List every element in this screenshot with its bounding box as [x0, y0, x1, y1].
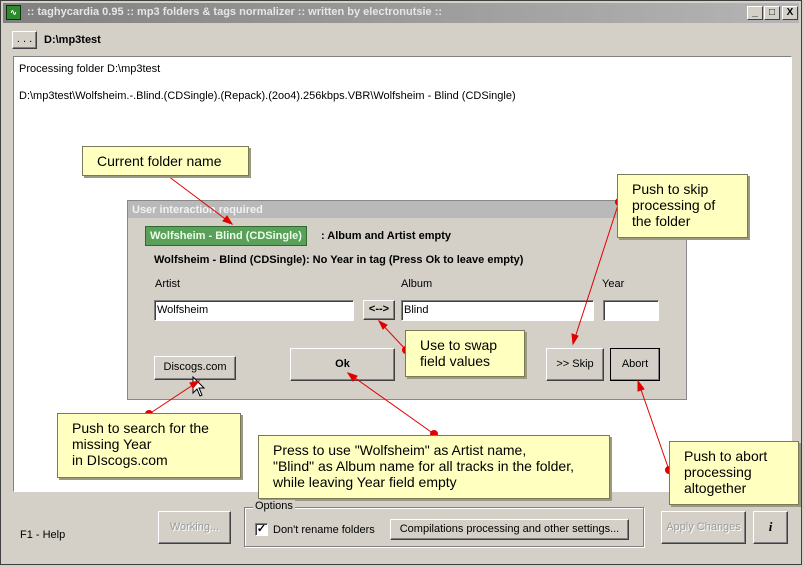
skip-button[interactable]: >> Skip — [546, 348, 604, 381]
abort-button[interactable]: Abort — [610, 348, 660, 381]
callout-text: in DIscogs.com — [72, 452, 168, 468]
help-hint: F1 - Help — [20, 529, 66, 541]
album-label: Album — [401, 278, 433, 290]
callout-ok: Press to use "Wolfsheim" as Artist name,… — [258, 435, 610, 499]
callout-text: altogether — [684, 480, 747, 496]
discogs-button[interactable]: Discogs.com — [154, 356, 236, 380]
callout-text: processing — [684, 464, 752, 480]
artist-input[interactable]: Wolfsheim — [154, 300, 354, 321]
log-line: D:\mp3test\Wolfsheim.-.Blind.(CDSingle).… — [19, 90, 516, 102]
current-path: D:\mp3test — [44, 34, 101, 46]
close-button[interactable]: X — [782, 6, 798, 20]
dont-rename-label: Don't rename folders — [273, 524, 375, 536]
callout-current-folder: Current folder name — [82, 146, 249, 176]
log-line: Processing folder D:\mp3test — [19, 63, 161, 75]
apply-changes-button[interactable]: Apply Changes — [661, 511, 746, 544]
year-label: Year — [602, 278, 625, 290]
callout-skip: Push to skip processing of the folder — [617, 174, 748, 238]
callout-text: Push to skip — [632, 181, 709, 197]
minimize-button[interactable]: _ — [747, 6, 763, 20]
callout-text: missing Year — [72, 436, 152, 452]
year-input[interactable] — [603, 300, 659, 321]
title-bar[interactable]: ∿ :: taghycardia 0.95 :: mp3 folders & t… — [3, 3, 799, 23]
ok-button[interactable]: Ok — [290, 348, 395, 381]
callout-text: Push to abort — [684, 448, 768, 464]
browse-folder-button[interactable]: . . . — [12, 31, 37, 49]
callout-discogs: Push to search for the missing Year in D… — [57, 413, 241, 478]
window-title: :: taghycardia 0.95 :: mp3 folders & tag… — [27, 6, 443, 18]
mouse-cursor-icon — [192, 376, 206, 397]
callout-text: the folder — [632, 213, 691, 229]
callout-abort: Push to abort processing altogether — [669, 441, 799, 505]
callout-text: processing of — [632, 197, 716, 213]
year-message: Wolfsheim - Blind (CDSingle): No Year in… — [154, 254, 524, 266]
album-input[interactable]: Blind — [401, 300, 594, 321]
maximize-button[interactable]: □ — [764, 6, 780, 20]
callout-text: Current folder name — [97, 153, 222, 169]
folder-status-text: : Album and Artist empty — [321, 230, 451, 242]
swap-fields-button[interactable]: <--> — [363, 300, 395, 320]
callout-text: Push to search for the — [72, 420, 209, 436]
callout-text: while leaving Year field empty — [273, 474, 457, 490]
app-icon: ∿ — [6, 5, 21, 20]
options-label: Options — [253, 500, 295, 512]
compilations-settings-button[interactable]: Compilations processing and other settin… — [390, 519, 629, 540]
dont-rename-checkbox[interactable]: ✓ — [255, 523, 268, 536]
info-button[interactable]: i — [753, 511, 788, 544]
callout-text: "Blind" as Album name for all tracks in … — [273, 458, 574, 474]
callout-swap: Use to swap field values — [405, 330, 525, 377]
callout-text: field values — [420, 353, 491, 369]
working-button[interactable]: Working... — [158, 511, 231, 544]
callout-text: Press to use "Wolfsheim" as Artist name, — [273, 442, 527, 458]
dialog-title: User interaction required — [128, 201, 686, 218]
folder-name-badge: Wolfsheim - Blind (CDSingle) — [145, 226, 307, 246]
options-group: Options ✓ Don't rename folders Compilati… — [244, 500, 644, 547]
artist-label: Artist — [155, 278, 181, 290]
callout-text: Use to swap — [420, 337, 498, 353]
